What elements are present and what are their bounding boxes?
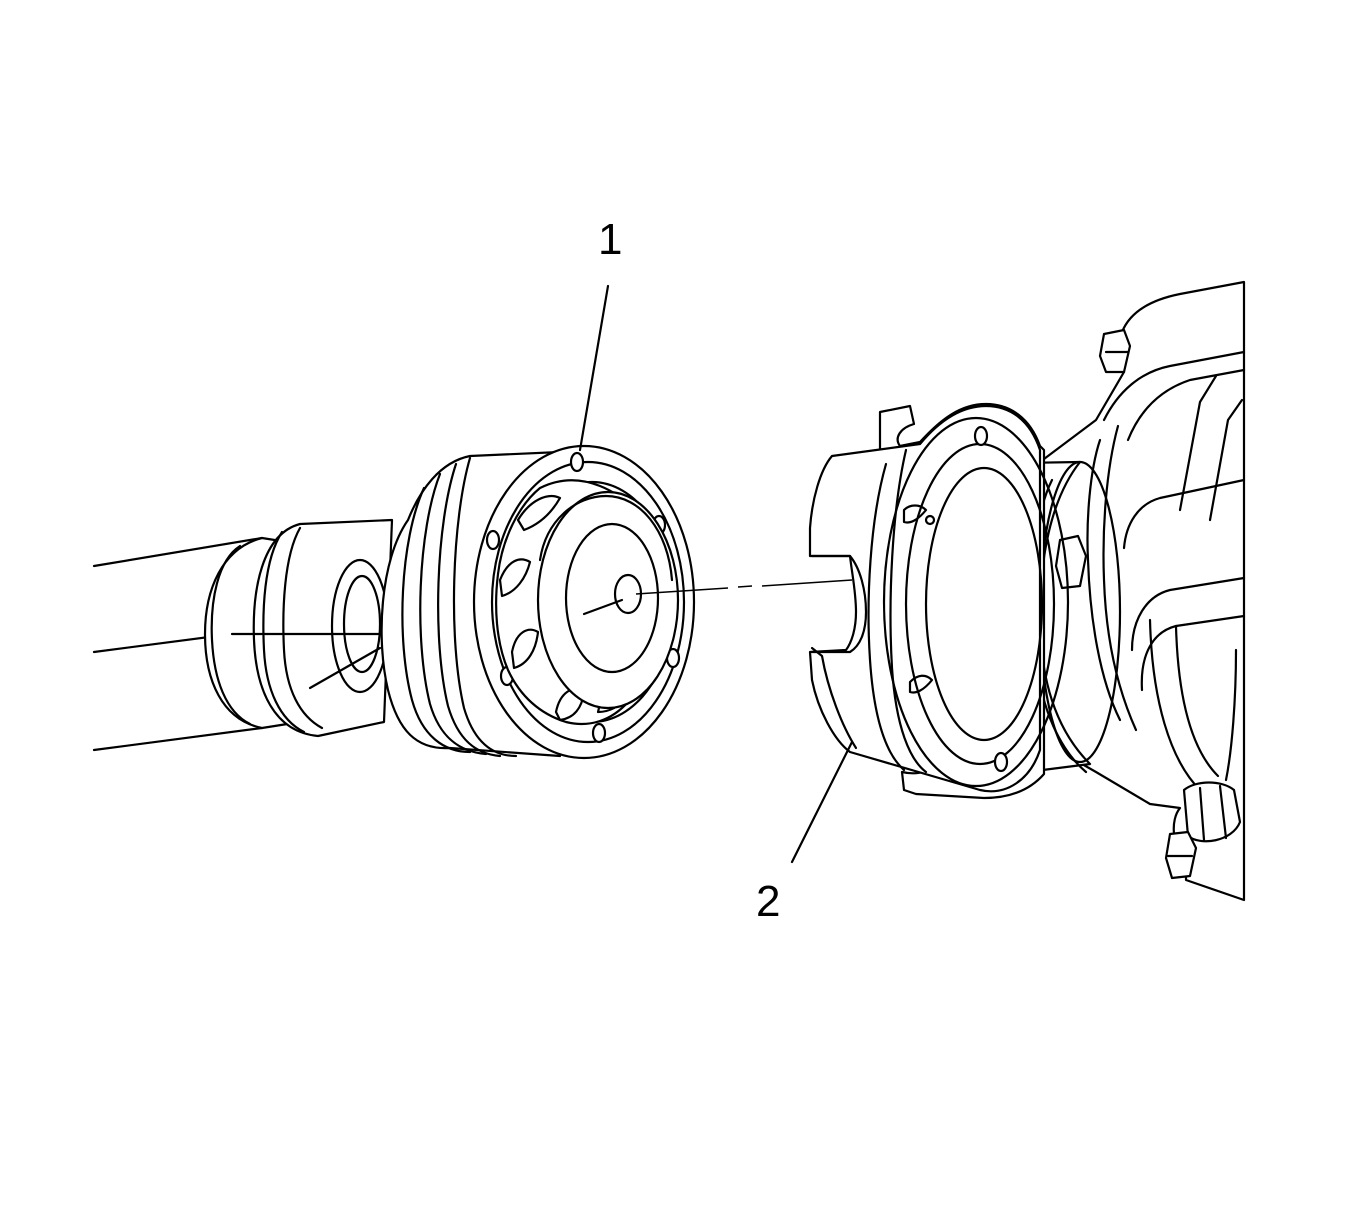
cv-joint-face: [472, 444, 696, 760]
input-flange: [808, 402, 1070, 800]
leader-lines: [578, 284, 854, 864]
leader-line-2: [790, 740, 854, 864]
housing-bolt: [1182, 781, 1242, 843]
shaft-boot: [230, 518, 394, 738]
housing-bolt: [1054, 534, 1088, 590]
bolt-hole: [569, 451, 585, 473]
bolt-hole: [591, 722, 607, 744]
callout-label-2: 2: [756, 877, 781, 926]
alignment-centerline: [635, 579, 853, 595]
bolt-hole: [485, 529, 501, 551]
housing-case: [1038, 280, 1246, 902]
leader-line-1: [578, 284, 610, 452]
callout-label-1: 1: [598, 215, 623, 264]
flange-bolt-hole: [973, 425, 989, 447]
flange-bolt-hole: [993, 751, 1009, 773]
